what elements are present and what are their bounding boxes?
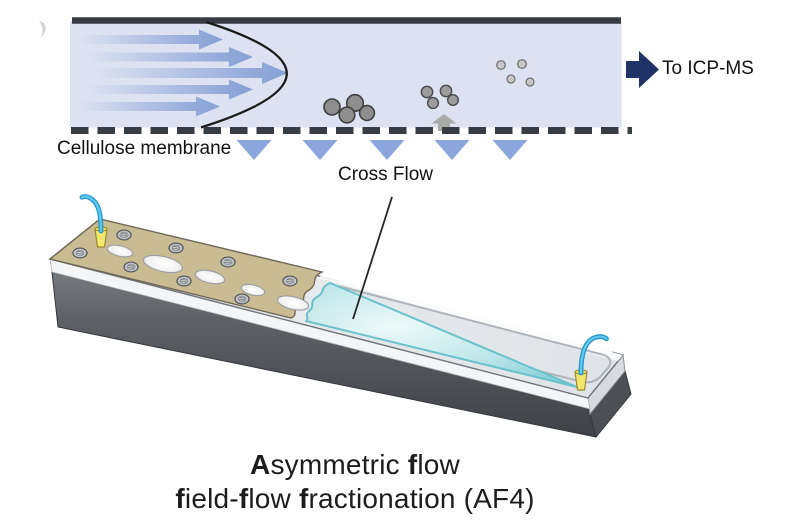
caption-text: low — [417, 449, 460, 480]
cross-flow-arrows — [236, 140, 528, 160]
cross-flow-label: Cross Flow — [338, 164, 434, 185]
separation-channel — [305, 282, 578, 388]
screw-icon — [123, 261, 139, 273]
particle-cluster-medium — [420, 84, 460, 110]
cross-flow-triangle-icon — [492, 140, 528, 160]
cross-flow-triangle-icon — [236, 140, 272, 160]
velocity-profile-curve — [200, 20, 288, 129]
screw-icon — [234, 293, 250, 305]
particle — [420, 85, 434, 99]
particle — [345, 93, 365, 113]
membrane-label: Cellulose membrane — [57, 138, 232, 159]
caption-line-2: field-flow fractionation (AF4) — [55, 482, 655, 516]
particle — [525, 77, 535, 87]
caption-text: symmetric — [270, 449, 408, 480]
inlet-tubing-highlight — [80, 195, 103, 233]
glass-highlight-line — [340, 279, 613, 354]
particle — [447, 93, 460, 106]
plate-hole — [142, 254, 184, 274]
particle — [323, 98, 341, 116]
plate-hole — [276, 295, 310, 311]
particle — [517, 59, 527, 69]
figure-caption: Asymmetric flow field-flow fractionation… — [55, 448, 655, 516]
cross-flow-triangle-icon — [369, 140, 405, 160]
diffusion-up-arrow-icon — [431, 114, 457, 131]
cross-flow-triangle-icon — [434, 140, 470, 160]
caption-text: low — [248, 483, 299, 514]
flow-channel-diagram — [39, 17, 659, 160]
screw-icon — [220, 256, 236, 268]
particle — [439, 84, 453, 98]
caption-bold-letter: f — [298, 483, 309, 514]
caption-line-1: Asymmetric flow — [55, 448, 655, 482]
plate-hole — [106, 244, 134, 258]
particle-cluster-small — [496, 59, 535, 87]
screw-icon — [168, 242, 184, 254]
af4-device-illustration — [48, 194, 632, 439]
flow-velocity-arrows — [80, 29, 288, 117]
particle — [496, 60, 506, 70]
particle-cluster-large — [323, 93, 376, 124]
particle — [426, 96, 440, 110]
cross-flow-pointer-line — [352, 196, 393, 320]
caption-text: ractionation (AF4) — [308, 483, 535, 514]
screw-icon — [176, 275, 192, 287]
stray-mark — [39, 21, 46, 38]
caption-text: ield- — [184, 483, 239, 514]
flow-arrow-icon — [96, 62, 288, 84]
screw-icon — [72, 247, 88, 259]
particle — [358, 104, 376, 122]
screw-icon — [282, 275, 298, 287]
particle — [338, 106, 356, 124]
flow-arrow-icon — [80, 29, 223, 50]
caption-bold-letter: f — [238, 483, 249, 514]
outlet-arrow-icon — [626, 51, 659, 88]
flow-arrow-icon — [88, 47, 253, 67]
outlet-tubing-highlight — [579, 335, 608, 375]
caption-bold-letter: f — [407, 449, 418, 480]
plate-hole — [194, 269, 226, 285]
caption-bold-letter: A — [250, 449, 271, 480]
particle — [506, 74, 516, 84]
cross-flow-triangle-icon — [302, 140, 338, 160]
flow-arrow-icon — [80, 96, 220, 117]
plate-holes — [106, 244, 310, 311]
flow-arrow-icon — [88, 79, 253, 100]
caption-bold-letter: f — [175, 483, 185, 514]
screw-icon — [116, 229, 132, 241]
plate-hole — [240, 283, 266, 297]
outlet-label: To ICP-MS — [662, 58, 754, 79]
